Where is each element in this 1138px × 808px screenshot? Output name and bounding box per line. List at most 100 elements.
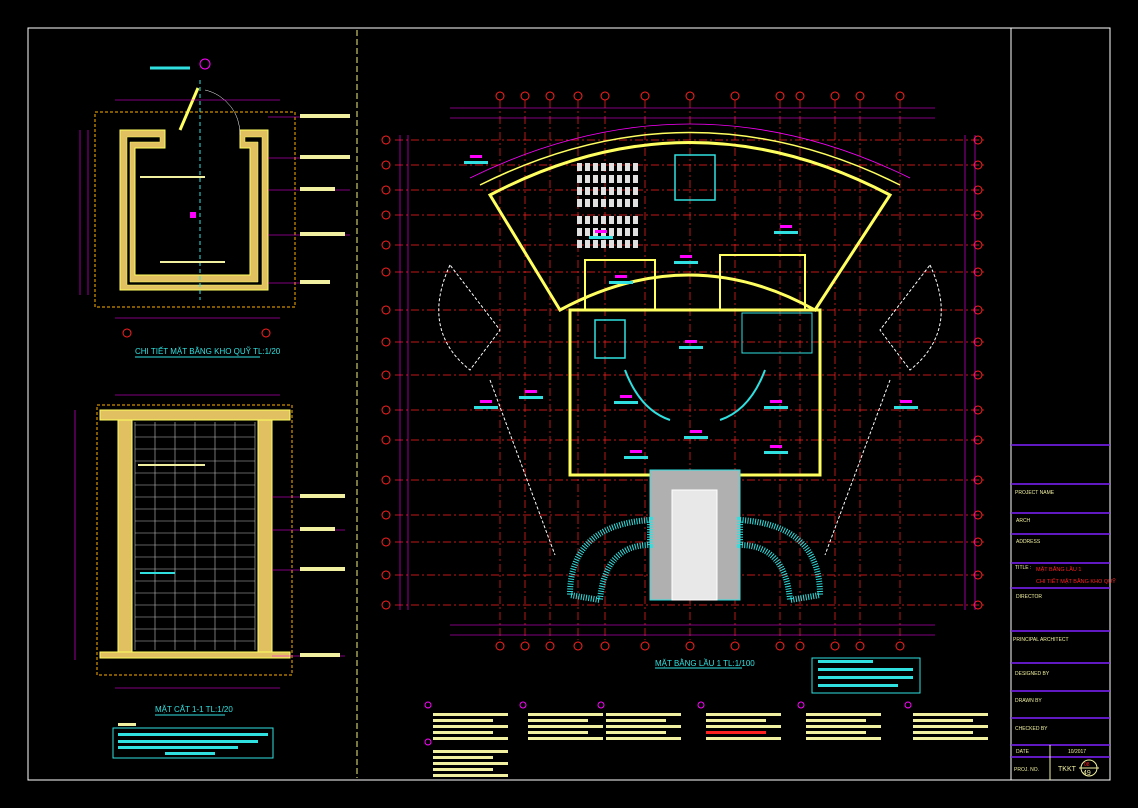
seat: [617, 199, 622, 207]
checked-by-label: CHECKED BY: [1015, 726, 1048, 732]
detail-plan-title: CHI TIẾT MẶT BẰNG KHO QUỸ TL:1/20: [135, 346, 281, 356]
legend-bubble: [424, 701, 432, 709]
drawn-by-label: DRAWN BY: [1015, 698, 1042, 704]
grid-bubble: [573, 641, 583, 651]
grid-bubble: [973, 185, 983, 195]
grid-bubble: [381, 405, 391, 415]
room-label: [519, 396, 543, 399]
seat: [617, 216, 622, 224]
grid-bubble: [520, 641, 530, 651]
seat: [617, 228, 622, 236]
seat: [609, 187, 614, 195]
seat: [585, 216, 590, 224]
seat: [609, 163, 614, 171]
principal-architect-label: PRINCIPAL ARCHITECT: [1013, 637, 1069, 643]
grid-bubble: [855, 91, 865, 101]
room-tag: [615, 275, 627, 278]
seat: [585, 175, 590, 183]
room-label: [764, 406, 788, 409]
seat: [617, 175, 622, 183]
grid-bubble: [381, 210, 391, 220]
grid-bubble: [381, 570, 391, 580]
grid-bubble: [775, 641, 785, 651]
grid-bubble: [381, 267, 391, 277]
grid-bubble: [573, 91, 583, 101]
section-title: MẶT CẮT 1-1 TL:1/20: [155, 705, 233, 714]
room-tag: [770, 400, 782, 403]
seat: [609, 175, 614, 183]
grid-bubble: [685, 91, 695, 101]
seat: [609, 216, 614, 224]
legend-line: [528, 713, 603, 716]
date-label: DATE: [1016, 749, 1030, 755]
seat: [625, 187, 630, 195]
grid-bubble: [381, 537, 391, 547]
title-label: TITLE :: [1015, 565, 1031, 571]
grid-bubble: [973, 370, 983, 380]
seat: [625, 163, 630, 171]
floor-plan: [381, 91, 985, 651]
room-tag: [690, 430, 702, 433]
grid-bubble: [855, 641, 865, 651]
grid-bubble: [381, 337, 391, 347]
legend-line: [433, 768, 493, 771]
seat: [577, 216, 582, 224]
grid-bubble: [381, 435, 391, 445]
seat: [633, 240, 638, 248]
grid-bubble: [973, 160, 983, 170]
legend-line: [433, 731, 493, 734]
legend-line: [913, 731, 973, 734]
seat: [601, 187, 606, 195]
room-tag: [470, 155, 482, 158]
seat: [625, 216, 630, 224]
legend-line: [433, 774, 508, 777]
seat: [577, 240, 582, 248]
legend-line: [913, 737, 988, 740]
seat: [585, 187, 590, 195]
grid-bubble: [730, 641, 740, 651]
seat: [577, 175, 582, 183]
legend-bubble: [904, 701, 912, 709]
seat: [601, 216, 606, 224]
legend-line: [806, 719, 866, 722]
room-label: [624, 456, 648, 459]
grid-bubble: [381, 475, 391, 485]
sheet-frame: [27, 27, 1111, 781]
seat: [625, 240, 630, 248]
grid-bubble: [973, 135, 983, 145]
seat: [585, 163, 590, 171]
grid-bubble: [973, 537, 983, 547]
room-label: [589, 236, 613, 239]
legend-line: [528, 719, 588, 722]
grid-bubble: [795, 91, 805, 101]
arch-label: ARCH: [1016, 518, 1031, 524]
grid-bubble: [973, 305, 983, 315]
legend-line: [806, 713, 881, 716]
seat: [625, 199, 630, 207]
legend-line: [806, 737, 881, 740]
room-label: [609, 281, 633, 284]
legend-bubble: [519, 701, 527, 709]
grid-bubble: [795, 641, 805, 651]
seat: [601, 175, 606, 183]
seat: [609, 228, 614, 236]
detail-plan: [79, 58, 350, 338]
grid-bubble: [973, 475, 983, 485]
title-line-1: MẶT BẰNG LẦU 1: [1036, 565, 1081, 573]
legend-line: [706, 725, 781, 728]
grid-bubble: [895, 641, 905, 651]
designed-by-label: DESIGNED BY: [1015, 671, 1050, 677]
grid-bubble: [973, 510, 983, 520]
grid-bubble: [600, 641, 610, 651]
legend-line: [433, 719, 493, 722]
room-tag: [630, 450, 642, 453]
grid-bubble: [973, 570, 983, 580]
floor-plan-notes: [811, 657, 921, 694]
legend-bubble: [597, 701, 605, 709]
seat: [601, 163, 606, 171]
seat: [577, 187, 582, 195]
legend-line: [433, 762, 508, 765]
room-label: [774, 231, 798, 234]
grid-bubble: [495, 91, 505, 101]
address-label: ADDRESS: [1016, 539, 1041, 545]
